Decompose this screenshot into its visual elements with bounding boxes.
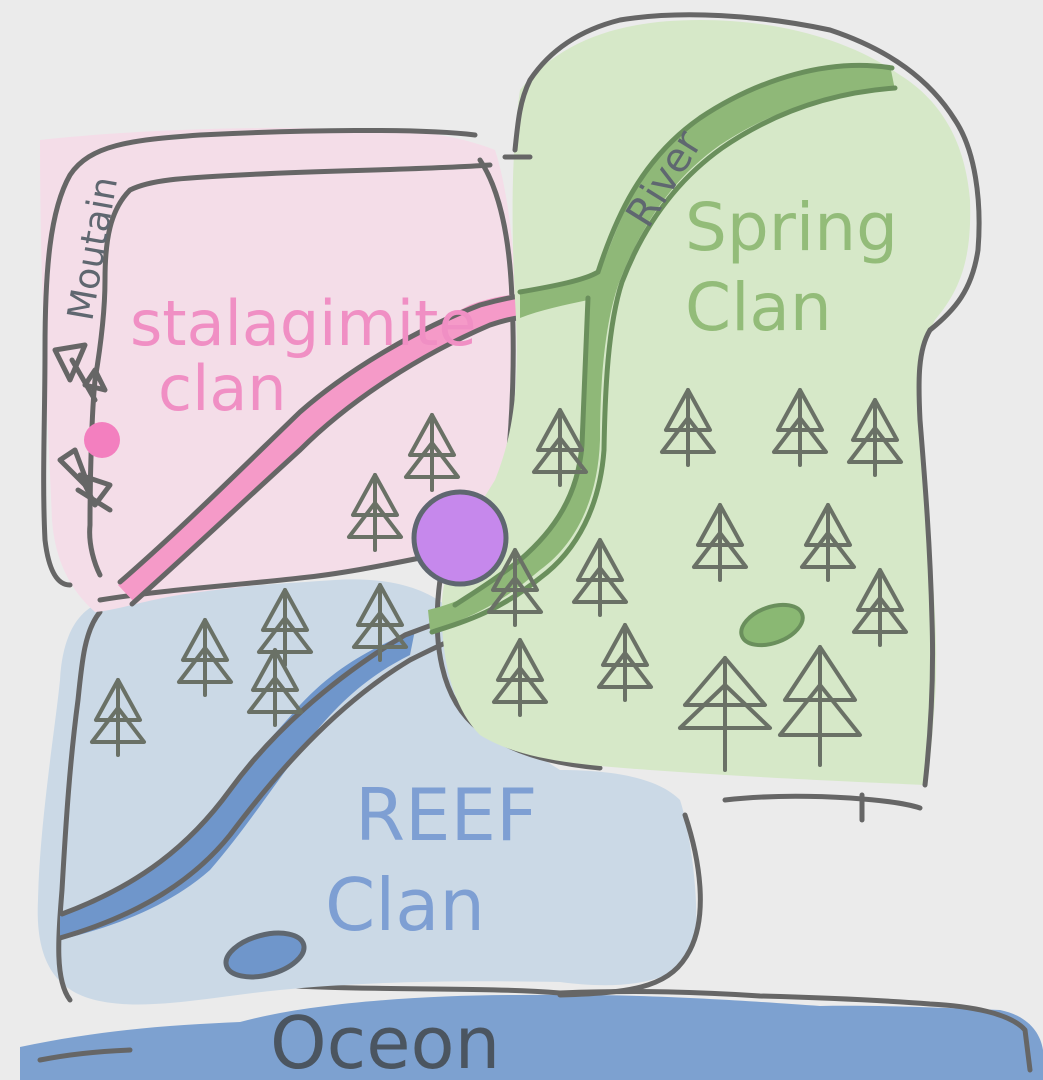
tree-icon	[572, 538, 628, 617]
reef-clan-region	[37, 579, 697, 1005]
tree-icon	[347, 473, 403, 552]
spring-clan-border-north	[512, 12, 982, 788]
tree-icon	[597, 623, 653, 702]
reef-clan-label-line1: REEF	[355, 773, 537, 857]
spring-river-bank-inner	[452, 295, 591, 608]
reef-pond	[223, 930, 307, 980]
spring-clan-label-line1: Spring	[685, 189, 898, 266]
spring-clan-label-line2: Clan	[685, 269, 832, 346]
ocean-shoreline	[242, 980, 1033, 1073]
stalagmite-clan-label-line1: stalagimite	[130, 287, 476, 360]
tree-icon	[678, 656, 772, 772]
pink-river	[118, 295, 518, 603]
ocean-label: Oceon	[270, 1001, 500, 1080]
mountain-settlement-marker	[84, 422, 120, 458]
tree-icon	[692, 503, 748, 582]
spring-river-bank-west	[517, 63, 895, 295]
reef-river-bank-south	[57, 617, 513, 941]
tree-icon	[532, 408, 588, 487]
ocean-region	[20, 994, 1043, 1080]
spring-clan-region	[441, 20, 971, 785]
reef-clan-border-east	[557, 812, 703, 998]
tree-icon	[778, 645, 862, 767]
tree-icon	[852, 568, 908, 647]
mountain-peak-icon	[52, 342, 113, 513]
mountain-ridge-outer	[41, 127, 478, 588]
reef-clan-border	[56, 609, 103, 1003]
tree-icon	[800, 503, 856, 582]
stalagmite-clan-region	[40, 128, 516, 612]
spring-pond	[739, 602, 805, 648]
tree-icon	[404, 413, 460, 492]
spring-river-bank-east	[429, 85, 898, 635]
spring-clan-border-south	[722, 793, 923, 811]
reef-clan-label-line2: Clan	[325, 863, 485, 947]
tree-icon	[487, 548, 543, 627]
pink-river-bank-south	[129, 315, 523, 607]
tree-icon	[177, 618, 233, 697]
tree-icon	[257, 588, 313, 667]
meeting-point-marker	[411, 489, 509, 587]
tree-icon	[492, 638, 548, 717]
tree-icon	[847, 398, 903, 477]
pink-river-bank-north	[117, 292, 528, 585]
tree-icon	[772, 388, 828, 467]
forest	[90, 388, 908, 772]
stalagmite-reef-boundary	[97, 555, 423, 603]
tree-icon	[247, 648, 303, 727]
tree-icon	[660, 388, 716, 467]
tree-icon	[352, 583, 408, 662]
ocean-wave-mark	[37, 1047, 133, 1063]
spring-river	[428, 64, 895, 630]
reef-river	[60, 630, 415, 940]
tree-icon	[90, 678, 146, 757]
stalagmite-clan-label-line2: clan	[158, 352, 287, 425]
